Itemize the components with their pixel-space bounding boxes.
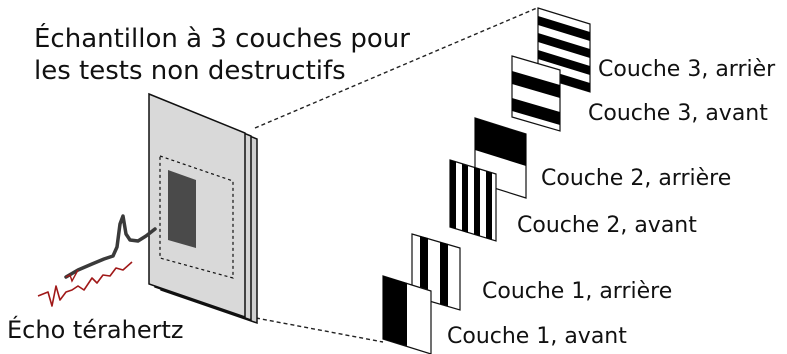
inspection-region xyxy=(159,155,234,279)
echo-reference-overlap xyxy=(65,269,79,283)
terahertz-echo-signal xyxy=(37,214,157,307)
layer-2-front-pattern xyxy=(449,159,497,242)
layer-3-back-label: Couche 3, arrièr xyxy=(598,57,776,82)
echo-signal-trace xyxy=(64,214,157,279)
inner-defect-block xyxy=(168,170,196,248)
projection-line-bottom xyxy=(255,317,384,343)
projection-line-top xyxy=(254,7,538,129)
layer-1-front-pattern xyxy=(382,275,432,354)
layer-3-front-pattern xyxy=(511,55,561,132)
layer-1-front-label: Couche 1, avant xyxy=(447,324,627,349)
three-layer-sample xyxy=(148,92,258,325)
sample-layer-1 xyxy=(148,92,246,319)
title-line-1: Échantillon à 3 couches pour xyxy=(34,22,410,54)
layer-2-back-label: Couche 2, arrière xyxy=(541,166,731,191)
layer-2-front-label: Couche 2, avant xyxy=(517,213,697,238)
echo-label: Écho térahertz xyxy=(7,315,183,344)
layer-3-front-label: Couche 3, avant xyxy=(588,101,768,126)
echo-reference-trace xyxy=(37,261,133,307)
layer-1-back-label: Couche 1, arrière xyxy=(482,279,672,304)
title-line-2: les tests non destructifs xyxy=(34,56,346,86)
